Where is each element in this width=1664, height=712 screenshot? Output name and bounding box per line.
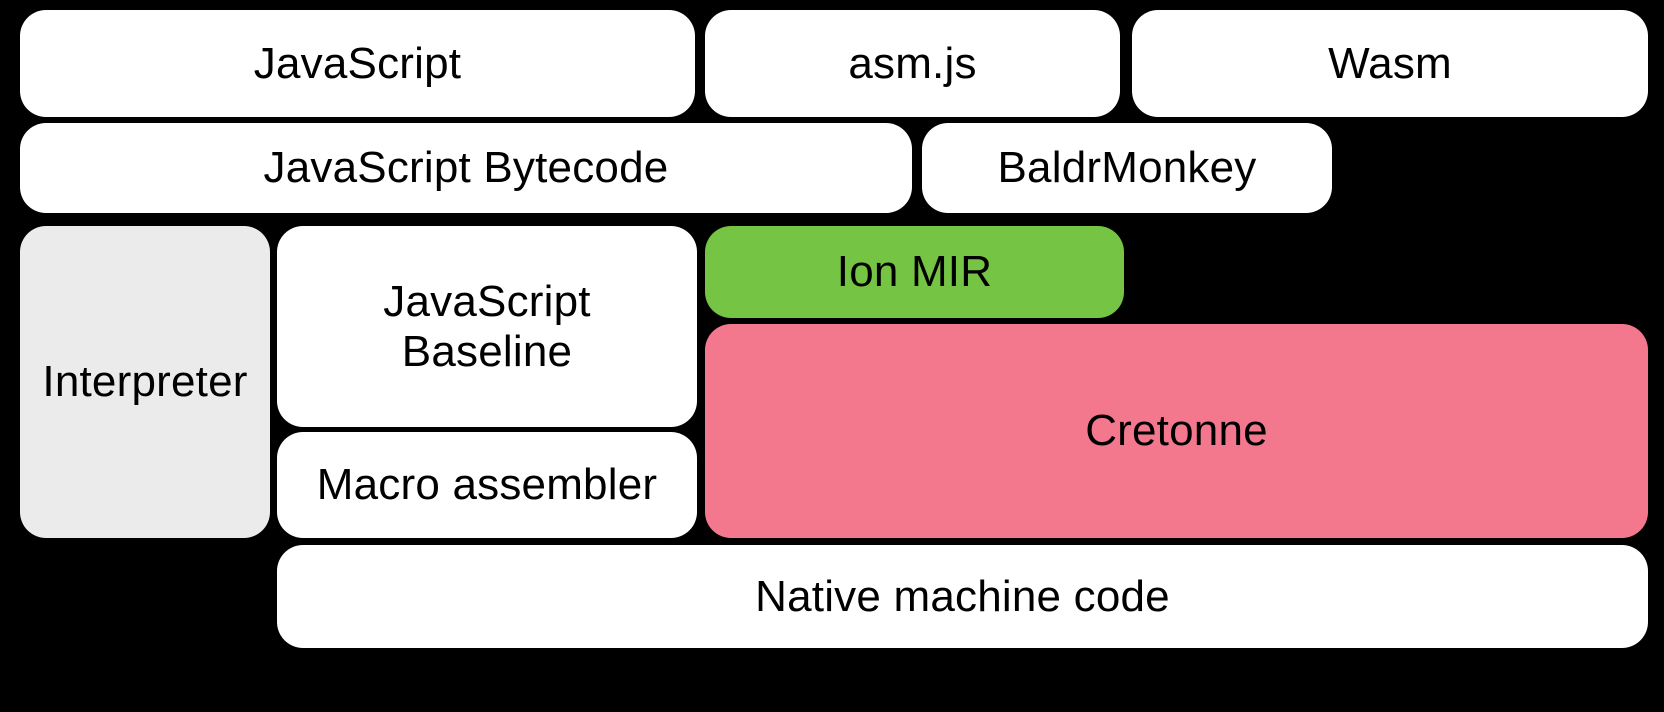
node-native-machine-code[interactable]: Native machine code	[277, 545, 1648, 648]
node-baldrmonkey[interactable]: BaldrMonkey	[922, 123, 1332, 213]
node-ion-mir[interactable]: Ion MIR	[705, 226, 1124, 318]
node-interpreter[interactable]: Interpreter	[20, 226, 270, 538]
node-cretonne[interactable]: Cretonne	[705, 324, 1648, 538]
node-javascript-bytecode[interactable]: JavaScript Bytecode	[20, 123, 912, 213]
node-macro-assembler[interactable]: Macro assembler	[277, 432, 697, 538]
node-javascript[interactable]: JavaScript	[20, 10, 695, 117]
node-wasm[interactable]: Wasm	[1132, 10, 1648, 117]
node-asm-js[interactable]: asm.js	[705, 10, 1120, 117]
node-javascript-baseline[interactable]: JavaScript Baseline	[277, 226, 697, 427]
